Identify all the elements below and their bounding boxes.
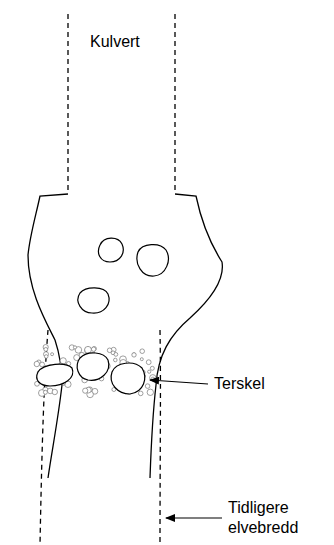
culvert-wall (67, 14, 68, 194)
threshold-stones (37, 353, 145, 394)
stone (137, 245, 168, 276)
threshold-label: Terskel (214, 374, 324, 394)
former-bank (40, 330, 48, 545)
pool-outline (150, 194, 222, 478)
stone (78, 288, 109, 313)
threshold-gravel (34, 345, 156, 398)
former-bank-label: Tidligere elvebredd (228, 498, 328, 538)
pool-outline (28, 194, 68, 478)
culvert-wall (174, 14, 175, 194)
stone (98, 238, 123, 262)
leader-arrow (166, 517, 222, 518)
culvert-label: Kulvert (90, 32, 170, 52)
leader-arrow (150, 380, 208, 384)
